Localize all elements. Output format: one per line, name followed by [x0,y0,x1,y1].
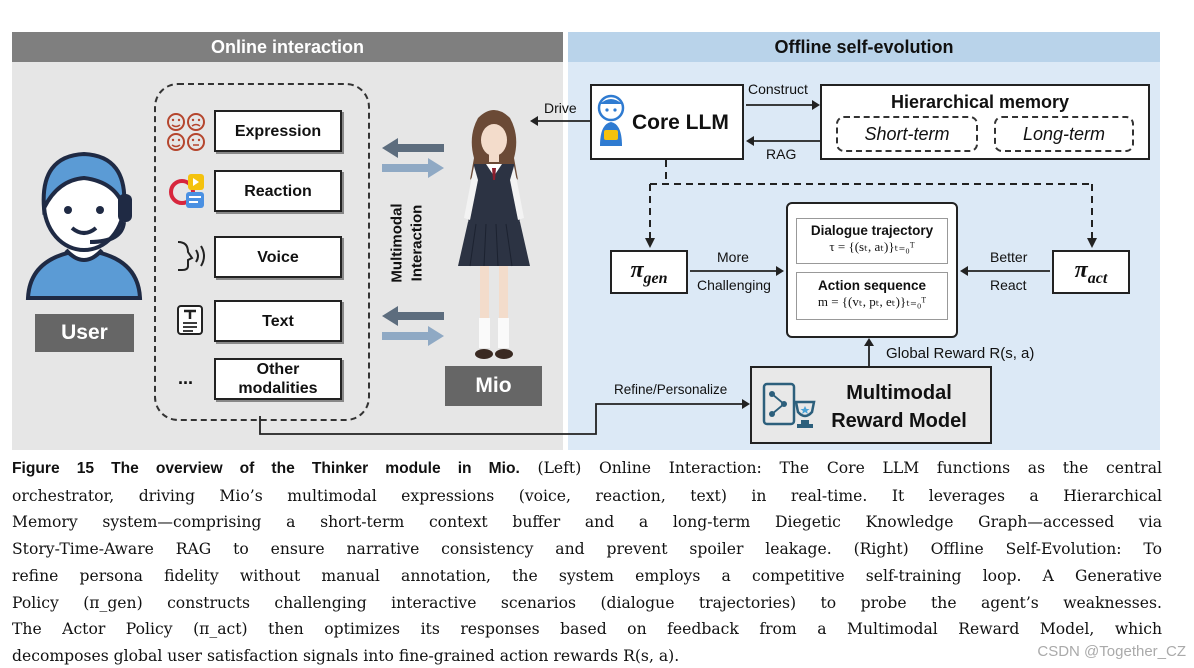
reward-model-box [750,366,992,444]
better-label: Better [990,249,1028,265]
interaction-arrows [382,138,444,346]
pi-act-box: πact [1052,250,1130,294]
reward-model-icon [762,382,816,428]
mio-label: Mio [445,366,542,406]
faces-icon [167,113,205,151]
caption-line: Memory system—comprising a short-term co… [12,513,1162,532]
refine-connector [259,399,750,435]
figure-label: Figure 15 The overview of the Thinker mo… [12,460,520,477]
figure-caption: Figure 15 The overview of the Thinker mo… [12,455,1162,668]
reward-model-label: Multimodal Reward Model [831,382,967,432]
voice-icon [177,241,205,271]
modality-expression: Expression [214,110,342,152]
caption-line: orchestrator, driving Mio’s multimodal e… [12,486,1162,505]
caption-line: decomposes global user satisfaction sign… [12,646,680,665]
robot-child-icon [597,94,625,146]
user-avatar-icon [25,151,143,300]
rag-arrow [746,136,820,146]
rag-label: RAG [766,146,797,162]
pi-gen-box: πgen [610,250,688,294]
mio-character-image [458,110,530,359]
core-llm-box [590,84,744,160]
caption-line: refine persona fidelity without manual a… [12,566,1162,585]
caption-line: The Actor Policy (π_act) then optimizes … [12,620,1162,639]
watermark: CSDN @Together_CZ [1037,643,1186,660]
action-sequence-box: Action sequence m = {(vₜ, pₜ, eₜ)}ₜ₌₀ᵀ [796,272,948,320]
user-label: User [35,314,134,352]
construct-arrow [746,100,820,110]
policy-connectors [645,160,1097,248]
modality-other: Other modalities [214,358,342,400]
section-header-offline: Offline self-evolution [568,32,1160,62]
ellipsis-icon: ... [178,368,194,388]
reaction-icon [169,174,204,208]
caption-line: Figure 15 The overview of the Thinker mo… [12,459,1162,477]
modality-reaction: Reaction [214,170,342,212]
gen-to-trajectory-arrow [690,266,784,276]
react-label: React [990,277,1027,293]
text-document-icon [177,305,203,335]
section-title-online: Online interaction [210,36,365,57]
section-title-offline: Offline self-evolution [774,36,954,57]
more-label: More [717,249,749,265]
drive-label: Drive [544,100,577,116]
section-header-online: Online interaction [12,32,563,62]
memory-title: Hierarchical memory [890,92,1070,112]
short-term-memory: Short-term [836,116,978,152]
act-to-sequence-arrow [960,266,1050,276]
refine-personalize-label: Refine/Personalize [614,382,728,397]
core-llm-label: Core LLM [632,111,729,134]
long-term-memory: Long-term [994,116,1134,152]
modality-container [154,83,370,421]
global-reward-label: Global Reward R(s, a) [886,345,1035,362]
caption-line: Story-Time-Aware RAG to ensure narrative… [12,540,1162,559]
caption-line: Policy (π_gen) constructs challenging in… [12,593,1162,612]
dialogue-trajectory-box: Dialogue trajectory τ = {(sₜ, aₜ)}ₜ₌₀ᵀ [796,218,948,264]
modality-text: Text [214,300,342,342]
challenging-label: Challenging [697,277,771,293]
construct-label: Construct [748,81,808,97]
global-reward-arrow [864,338,874,366]
drive-arrow [530,116,590,126]
modality-voice: Voice [214,236,342,278]
